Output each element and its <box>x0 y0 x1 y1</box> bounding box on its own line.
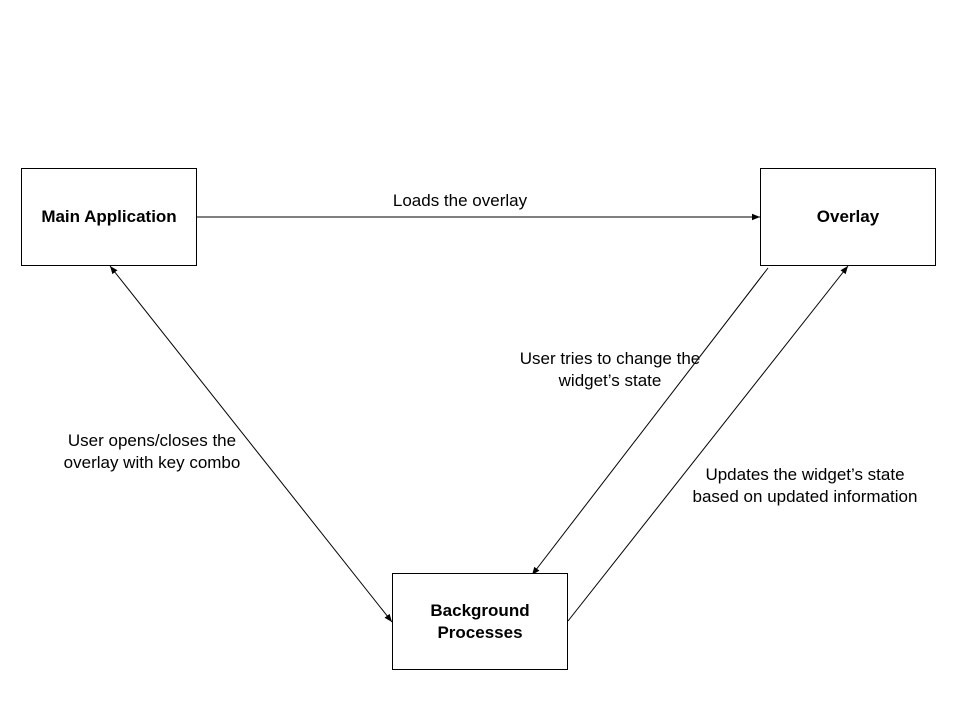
background-processes-label: Background Processes <box>430 600 530 642</box>
edge-background-to-overlay <box>567 265 849 622</box>
overlay-node: Overlay <box>760 168 936 266</box>
edge-overlay-to-background <box>531 267 769 576</box>
main-application-node: Main Application <box>21 168 197 266</box>
change-widget-state-label: User tries to change the widget’s state <box>519 349 701 390</box>
main-application-label: Main Application <box>41 207 177 226</box>
overlay-label: Overlay <box>816 207 880 226</box>
loads-overlay-label: Loads the overlay <box>392 191 528 210</box>
edge-main-background <box>109 265 393 623</box>
update-widget-state-label: Updates the widget’s state based on upda… <box>692 465 918 506</box>
open-close-overlay-label: User opens/closes the overlay with key c… <box>63 431 241 472</box>
background-processes-node: Background Processes <box>392 573 568 670</box>
